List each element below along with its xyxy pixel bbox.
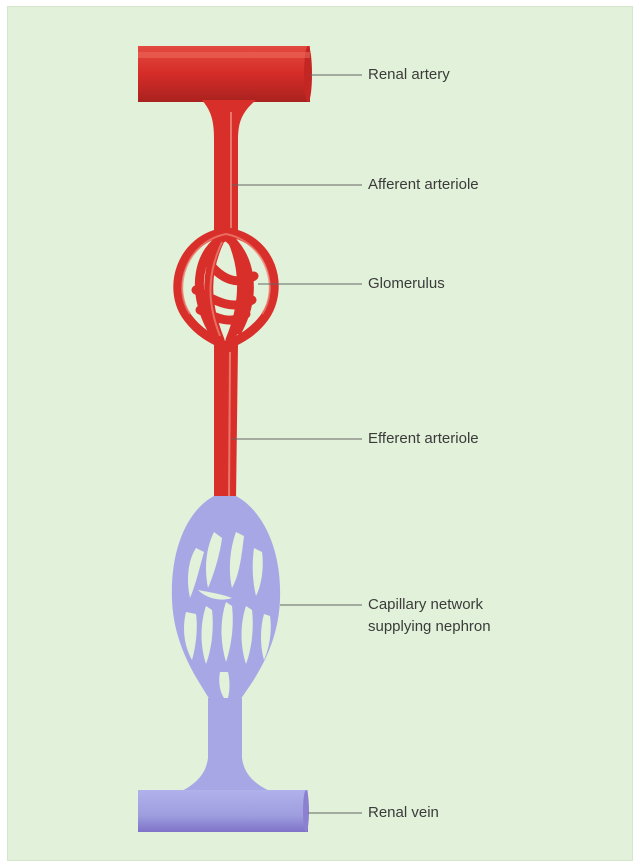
label-renal-artery: Renal artery xyxy=(368,64,450,86)
label-efferent-arteriole: Efferent arteriole xyxy=(368,428,479,450)
label-afferent-arteriole: Afferent arteriole xyxy=(368,174,479,196)
label-renal-vein: Renal vein xyxy=(368,802,439,824)
renal-artery xyxy=(138,46,312,102)
venule xyxy=(180,698,272,792)
leader-lines xyxy=(232,75,362,813)
afferent-arteriole xyxy=(202,100,256,230)
label-glomerulus: Glomerulus xyxy=(368,273,445,295)
capillary-network xyxy=(172,496,280,700)
efferent-arteriole xyxy=(214,344,238,500)
renal-vein xyxy=(138,790,309,832)
label-capillary-network-line1: Capillary network xyxy=(368,594,483,616)
glomerulus xyxy=(178,232,274,346)
label-capillary-network-line2: supplying nephron xyxy=(368,616,491,638)
